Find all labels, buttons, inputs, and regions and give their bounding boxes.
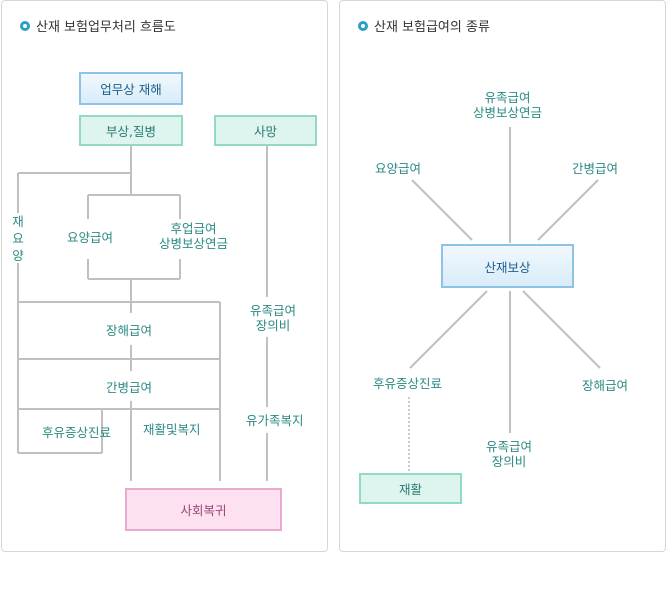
flowchart-panel: 산재 보험업무처리 흐름도 업무상 bbox=[1, 0, 328, 552]
vertical-char: 재 bbox=[12, 214, 24, 229]
survivor-benefit-line: 유족급여 bbox=[250, 303, 297, 318]
vertical-char: 요 bbox=[12, 231, 24, 246]
funeral-benefit-label: 유족급여 장의비 bbox=[486, 439, 532, 469]
death-label: 사망 bbox=[253, 124, 277, 139]
death-box: 사망 bbox=[214, 115, 317, 146]
funeral-benefit-line: 유족급여 bbox=[486, 439, 533, 454]
vertical-char: 양 bbox=[12, 248, 24, 263]
panel-title-text: 산재 보험급여의 종류 bbox=[374, 20, 490, 35]
bullet-icon bbox=[358, 20, 368, 31]
funeral-benefit-line: 장의비 bbox=[491, 454, 527, 469]
survivor-benefit-line: 장의비 bbox=[255, 318, 291, 333]
industrial-accident-box: 업무상 재해 bbox=[79, 72, 183, 105]
flow-connector-lines bbox=[17, 145, 268, 481]
benefit-connector-lines bbox=[408, 127, 601, 471]
leave-benefit-label: 후업급여 상병보상연금 bbox=[159, 221, 228, 251]
social-return-box: 사회복귀 bbox=[125, 488, 282, 531]
nursing-benefit-label: 간병급여 bbox=[572, 161, 619, 176]
rehab-welfare-label: 재활및복지 bbox=[143, 422, 201, 437]
disability-benefit-label: 장해급여 bbox=[106, 323, 153, 338]
medical-care-vertical-label: 재 요 양 bbox=[11, 213, 25, 264]
after-care-label: 후유증상진료 bbox=[373, 376, 443, 391]
disability-benefit-label: 장해급여 bbox=[582, 378, 629, 393]
panel-title: 산재 보험급여의 종류 bbox=[358, 16, 490, 35]
injury-disease-box: 부상,질병 bbox=[79, 115, 183, 146]
social-return-label: 사회복귀 bbox=[180, 503, 227, 518]
survivor-welfare-label: 유가족복지 bbox=[246, 413, 304, 428]
survivor-pension-label: 유족급여 상병보상연금 bbox=[473, 90, 542, 120]
rehab-label: 재활 bbox=[398, 482, 422, 497]
after-care-label: 후유증상진료 bbox=[42, 425, 112, 440]
survivor-benefit-label: 유족급여 장의비 bbox=[250, 303, 296, 333]
survivor-pension-line: 상병보상연금 bbox=[473, 105, 543, 120]
rehab-box: 재활 bbox=[359, 473, 462, 504]
bullet-icon bbox=[20, 20, 30, 31]
panel-title: 산재 보험업무처리 흐름도 bbox=[20, 16, 176, 35]
industrial-compensation-label: 산재보상 bbox=[484, 259, 531, 275]
nursing-benefit-label: 간병급여 bbox=[106, 380, 153, 395]
injury-disease-label: 부상,질병 bbox=[106, 124, 156, 139]
panel-title-text: 산재 보험업무처리 흐름도 bbox=[36, 20, 176, 35]
medical-benefit-label: 요양급여 bbox=[67, 230, 114, 245]
leave-benefit-line: 후업급여 bbox=[170, 221, 217, 236]
survivor-pension-line: 유족급여 bbox=[484, 90, 531, 105]
industrial-accident-label: 업무상 재해 bbox=[100, 82, 162, 97]
medical-benefit-label: 요양급여 bbox=[375, 161, 422, 176]
industrial-compensation-box: 산재보상 bbox=[441, 244, 574, 288]
leave-benefit-line: 상병보상연금 bbox=[159, 236, 229, 251]
benefit-types-panel: 산재 보험급여의 종류 유족급여 상병보상연금 요양급여 간병급여 산재보상 후… bbox=[339, 0, 666, 552]
